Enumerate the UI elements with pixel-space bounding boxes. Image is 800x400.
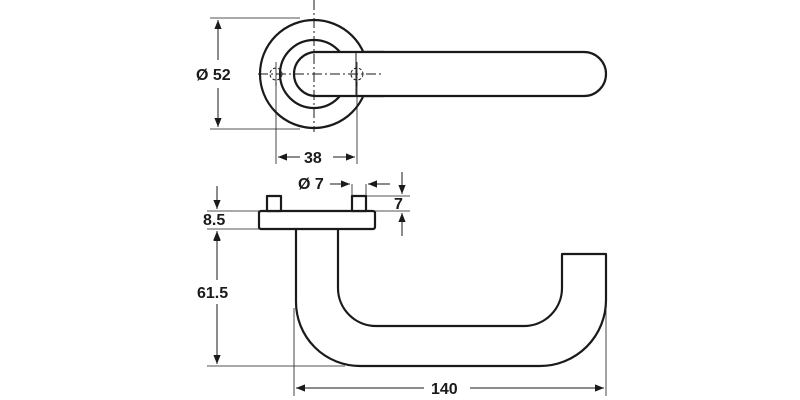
lever-body-side bbox=[294, 226, 608, 368]
fixing-pin-left bbox=[265, 194, 283, 213]
pin-height-label: 7 bbox=[394, 196, 403, 213]
pin-diameter-label: Ø 7 bbox=[298, 176, 324, 193]
rose-thickness-label: 8.5 bbox=[203, 212, 225, 229]
hole-spacing-label: 38 bbox=[304, 150, 322, 167]
lever-projection-label: 140 bbox=[431, 381, 458, 398]
rose-plate-side bbox=[257, 209, 377, 231]
lever-arm-top bbox=[312, 50, 608, 98]
fixing-pin-right bbox=[350, 194, 368, 213]
lever-height-label: 61.5 bbox=[197, 285, 228, 302]
rose-diameter-label: Ø 52 bbox=[196, 67, 231, 84]
side-view: Ø 7 7 8.5 61.5 140 bbox=[197, 172, 608, 398]
top-view: Ø 52 38 bbox=[196, 0, 608, 167]
